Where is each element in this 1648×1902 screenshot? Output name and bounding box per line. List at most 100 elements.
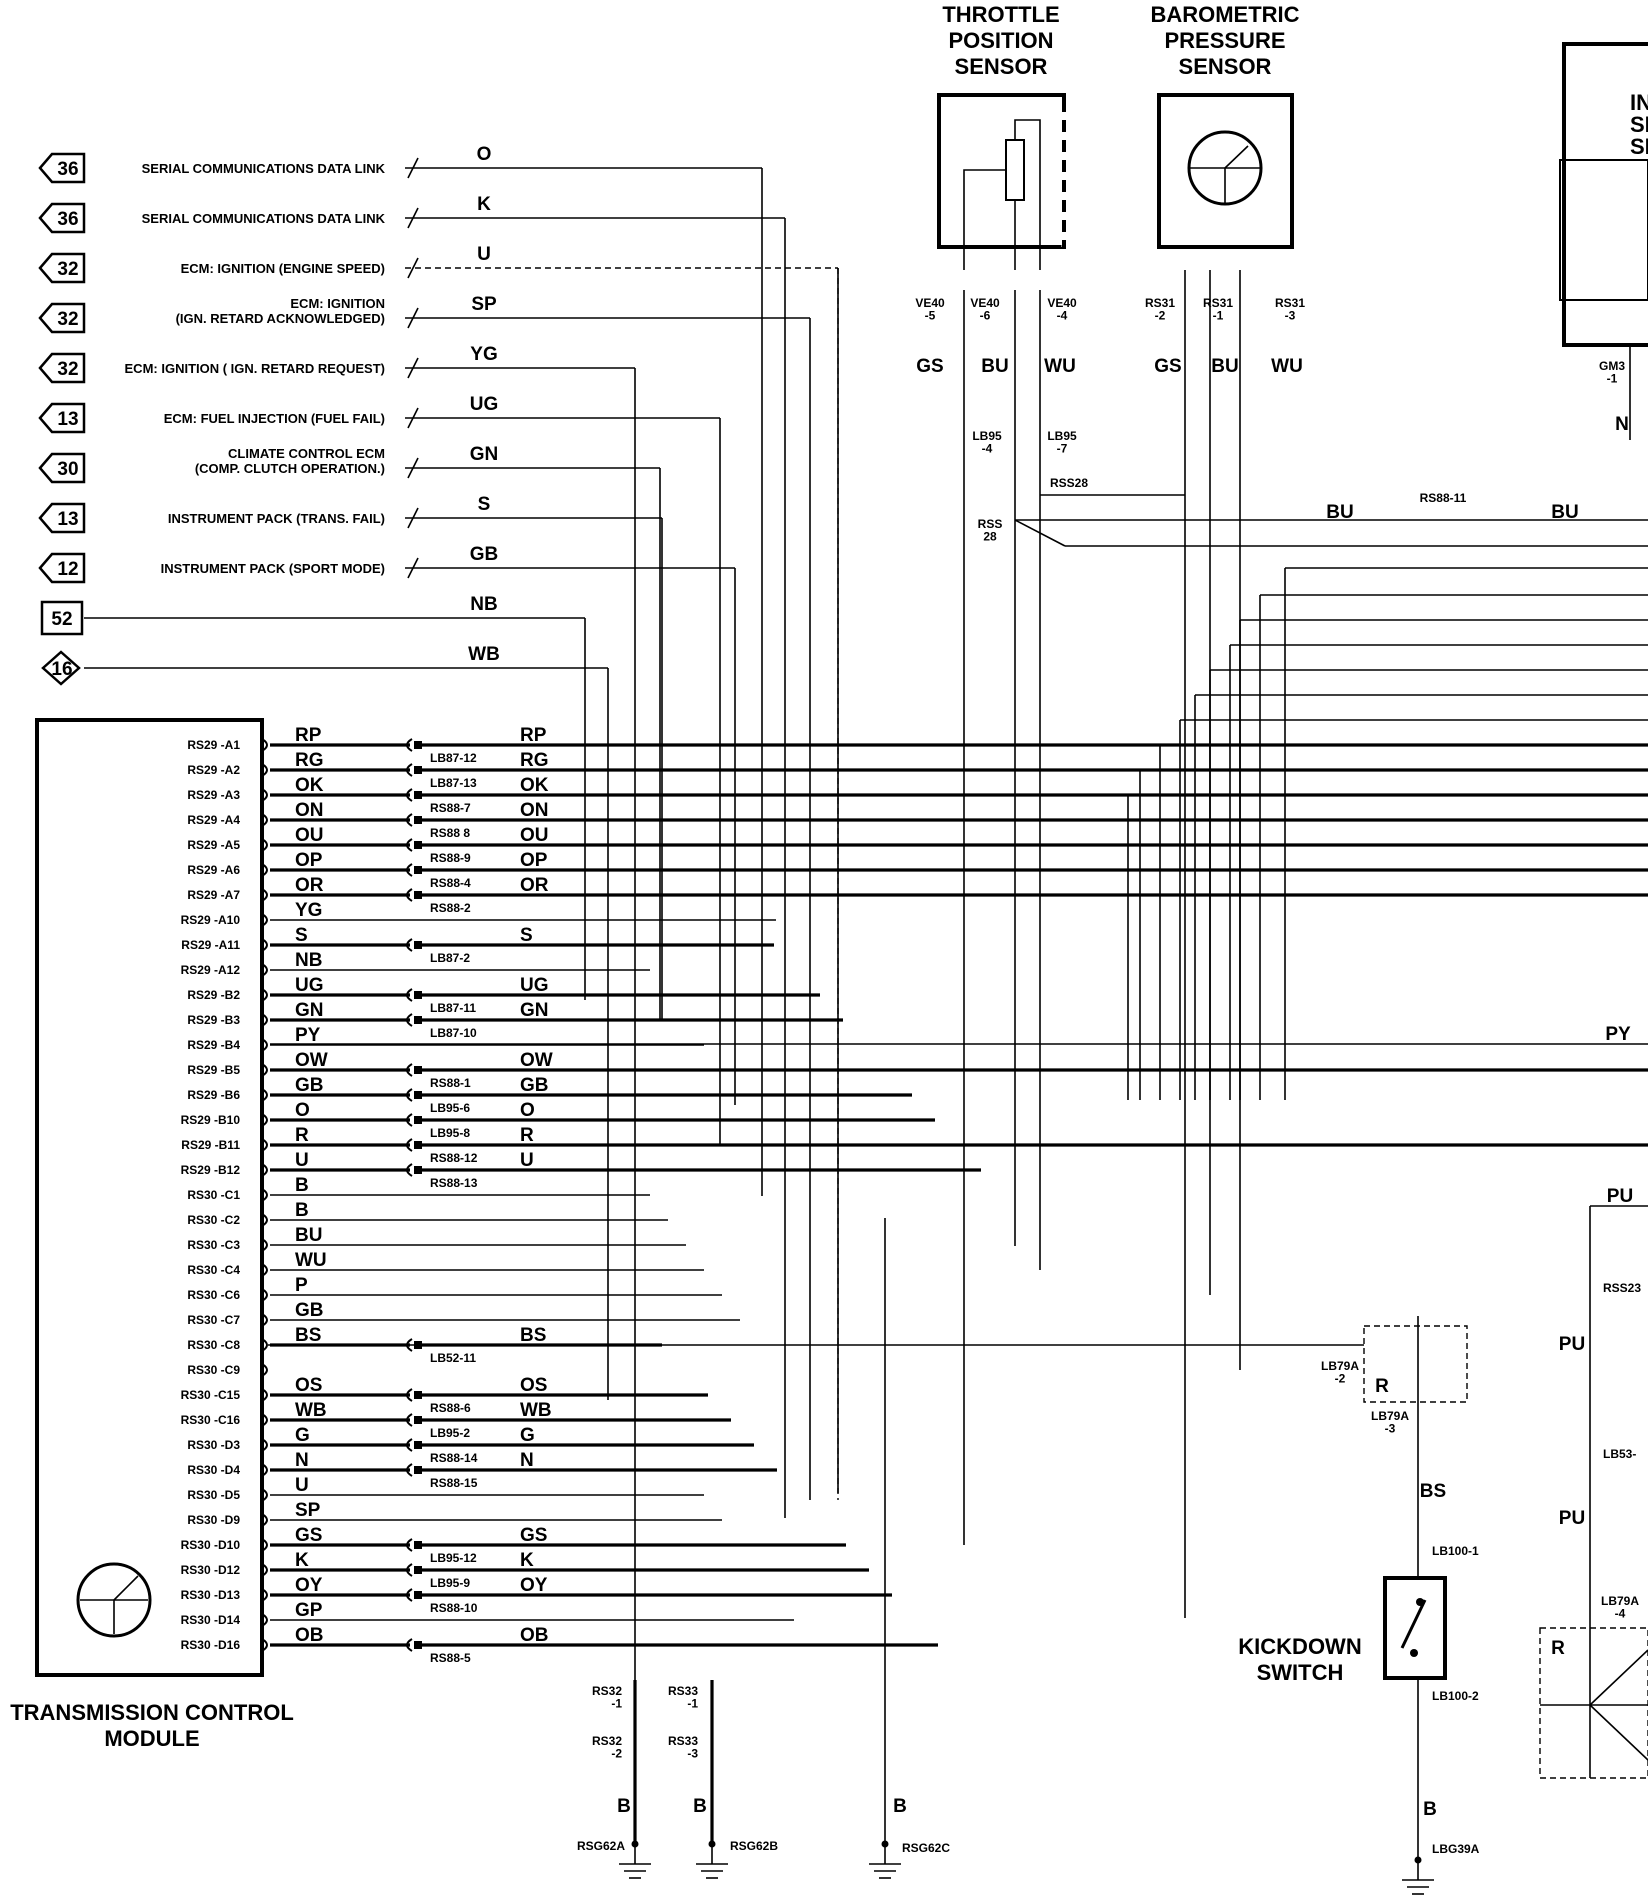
partial-sensor-title: SP <box>1630 112 1648 137</box>
tcm-wire2-label: ON <box>520 800 549 821</box>
throttle-wire-label: GS <box>916 356 943 377</box>
tcm-wire2-label: O <box>520 1100 535 1121</box>
tcm-conn-label: RS88-9 <box>430 851 471 865</box>
tcm-pin-label: RS29 -B4 <box>187 1038 240 1052</box>
link-arrow-icon <box>38 402 86 434</box>
link-label: INSTRUMENT PACK (TRANS. FAIL) <box>168 511 385 526</box>
tcm-pin-label: RS30 -C1 <box>187 1188 240 1202</box>
tcm-pin-connector <box>261 813 268 827</box>
tcm-wire-label: OP <box>295 850 323 871</box>
link-label: ECM: IGNITION (ENGINE SPEED) <box>181 261 385 276</box>
rsg62a-label: RSG62A <box>577 1839 625 1853</box>
link-wire-label: YG <box>470 344 497 365</box>
tcm-pin-connector <box>261 788 268 802</box>
throttle-wire-label: WU <box>1044 356 1076 377</box>
tcm-pin-label: RS29 -A1 <box>187 738 240 752</box>
tcm-pin-connector <box>261 1163 268 1177</box>
link-ref: 32 <box>57 259 78 280</box>
rs32-label: RS32-2 <box>592 1734 622 1761</box>
tcm-pin-connector <box>261 738 268 752</box>
rs33-label: RS33-1 <box>668 1684 698 1711</box>
tcm-wire2-label: OB <box>520 1625 549 1646</box>
link-ref: 52 <box>51 609 72 630</box>
pu-wire-label: PU <box>1559 1508 1585 1529</box>
tcm-pin-label: RS29 -A12 <box>181 963 241 977</box>
link-wire-label: K <box>477 194 491 215</box>
tcm-pin-connector <box>261 1013 268 1027</box>
throttle-sensor-title: POSITION <box>948 28 1053 53</box>
tcm-conn-label: LB95-12 <box>430 1551 477 1565</box>
tcm-pin-label: RS30 -C16 <box>181 1413 241 1427</box>
tcm-pin-label: RS30 -C2 <box>187 1213 240 1227</box>
link-arrow-icon <box>38 352 86 384</box>
baro-sensor-box <box>1157 93 1294 249</box>
tcm-wire-label: OU <box>295 825 324 846</box>
tcm-wire-label: B <box>295 1175 309 1196</box>
tcm-conn-label: RS88-1 <box>430 1076 471 1090</box>
tcm-pin-label: RS30 -D16 <box>181 1638 241 1652</box>
tcm-pin-label: RS30 -D10 <box>181 1538 241 1552</box>
tcm-wire-label: G <box>295 1425 310 1446</box>
tcm-pin-label: RS29 -A5 <box>187 838 240 852</box>
lb79a-label: LB79A-3 <box>1371 1409 1409 1436</box>
rss28-label: RSS28 <box>1050 476 1088 490</box>
link-arrow-icon <box>38 152 86 184</box>
tcm-wire-label: GB <box>295 1300 324 1321</box>
link-ref: 13 <box>57 409 78 430</box>
link-wire-label: UG <box>470 394 499 415</box>
tcm-pin-connector <box>261 963 268 977</box>
tcm-wire-label: NB <box>295 950 322 971</box>
tcm-conn-label: LB87-13 <box>430 776 477 790</box>
link-wire-label: GB <box>470 544 499 565</box>
tcm-pin-connector <box>261 1413 268 1427</box>
tcm-pin-label: RS29 -A4 <box>187 813 240 827</box>
tcm-pin-connector <box>261 1213 268 1227</box>
tcm-wire2-label: GS <box>520 1525 547 1546</box>
tcm-wire-label: GP <box>295 1600 323 1621</box>
tcm-wire2-label: OR <box>520 875 549 896</box>
tcm-pin-connector <box>261 1238 268 1252</box>
link-wire-label: SP <box>471 294 497 315</box>
lb95-label: LB95-4 <box>972 429 1002 456</box>
tcm-conn-label: RS88-13 <box>430 1176 478 1190</box>
tcm-pin-label: RS30 -C8 <box>187 1338 240 1352</box>
tcm-conn-label: RS88 8 <box>430 826 470 840</box>
lb79a-label: LB79A-2 <box>1321 1359 1359 1386</box>
tcm-pin-label: RS29 -A6 <box>187 863 240 877</box>
tcm-pin-connector <box>261 1538 268 1552</box>
tcm-pin-connector <box>261 863 268 877</box>
tcm-wire-label: ON <box>295 800 324 821</box>
link-wire-label: U <box>477 244 491 265</box>
tcm-pin-label: RS30 -D13 <box>181 1588 241 1602</box>
bu-wire-label: BU <box>1326 502 1353 523</box>
kickdown-b-label: B <box>1423 1799 1437 1820</box>
tcm-wire-label: GS <box>295 1525 322 1546</box>
rss23-label: RSS23 <box>1603 1281 1641 1295</box>
throttle-sensor-box <box>937 93 1066 249</box>
tcm-pin-connector <box>261 1438 268 1452</box>
tcm-pin-label: RS30 -D3 <box>187 1438 240 1452</box>
tcm-conn-label: LB95-8 <box>430 1126 470 1140</box>
link-box-icon <box>40 600 84 636</box>
tcm-wire-label: OR <box>295 875 324 896</box>
link-wire-label: O <box>477 144 492 165</box>
kickdown-title: KICKDOWN <box>1238 1634 1361 1659</box>
tcm-wire-label: BU <box>295 1225 322 1246</box>
tcm-pin-connector <box>261 1488 268 1502</box>
py-wire-label: PY <box>1605 1024 1631 1045</box>
tcm-pin-row: RS29 -A4 ON RS88 8 ON <box>187 800 1648 840</box>
tcm-pin-connector <box>261 1613 268 1627</box>
ground-wire-label: B <box>893 1796 907 1817</box>
tcm-wire-label: U <box>295 1150 309 1171</box>
